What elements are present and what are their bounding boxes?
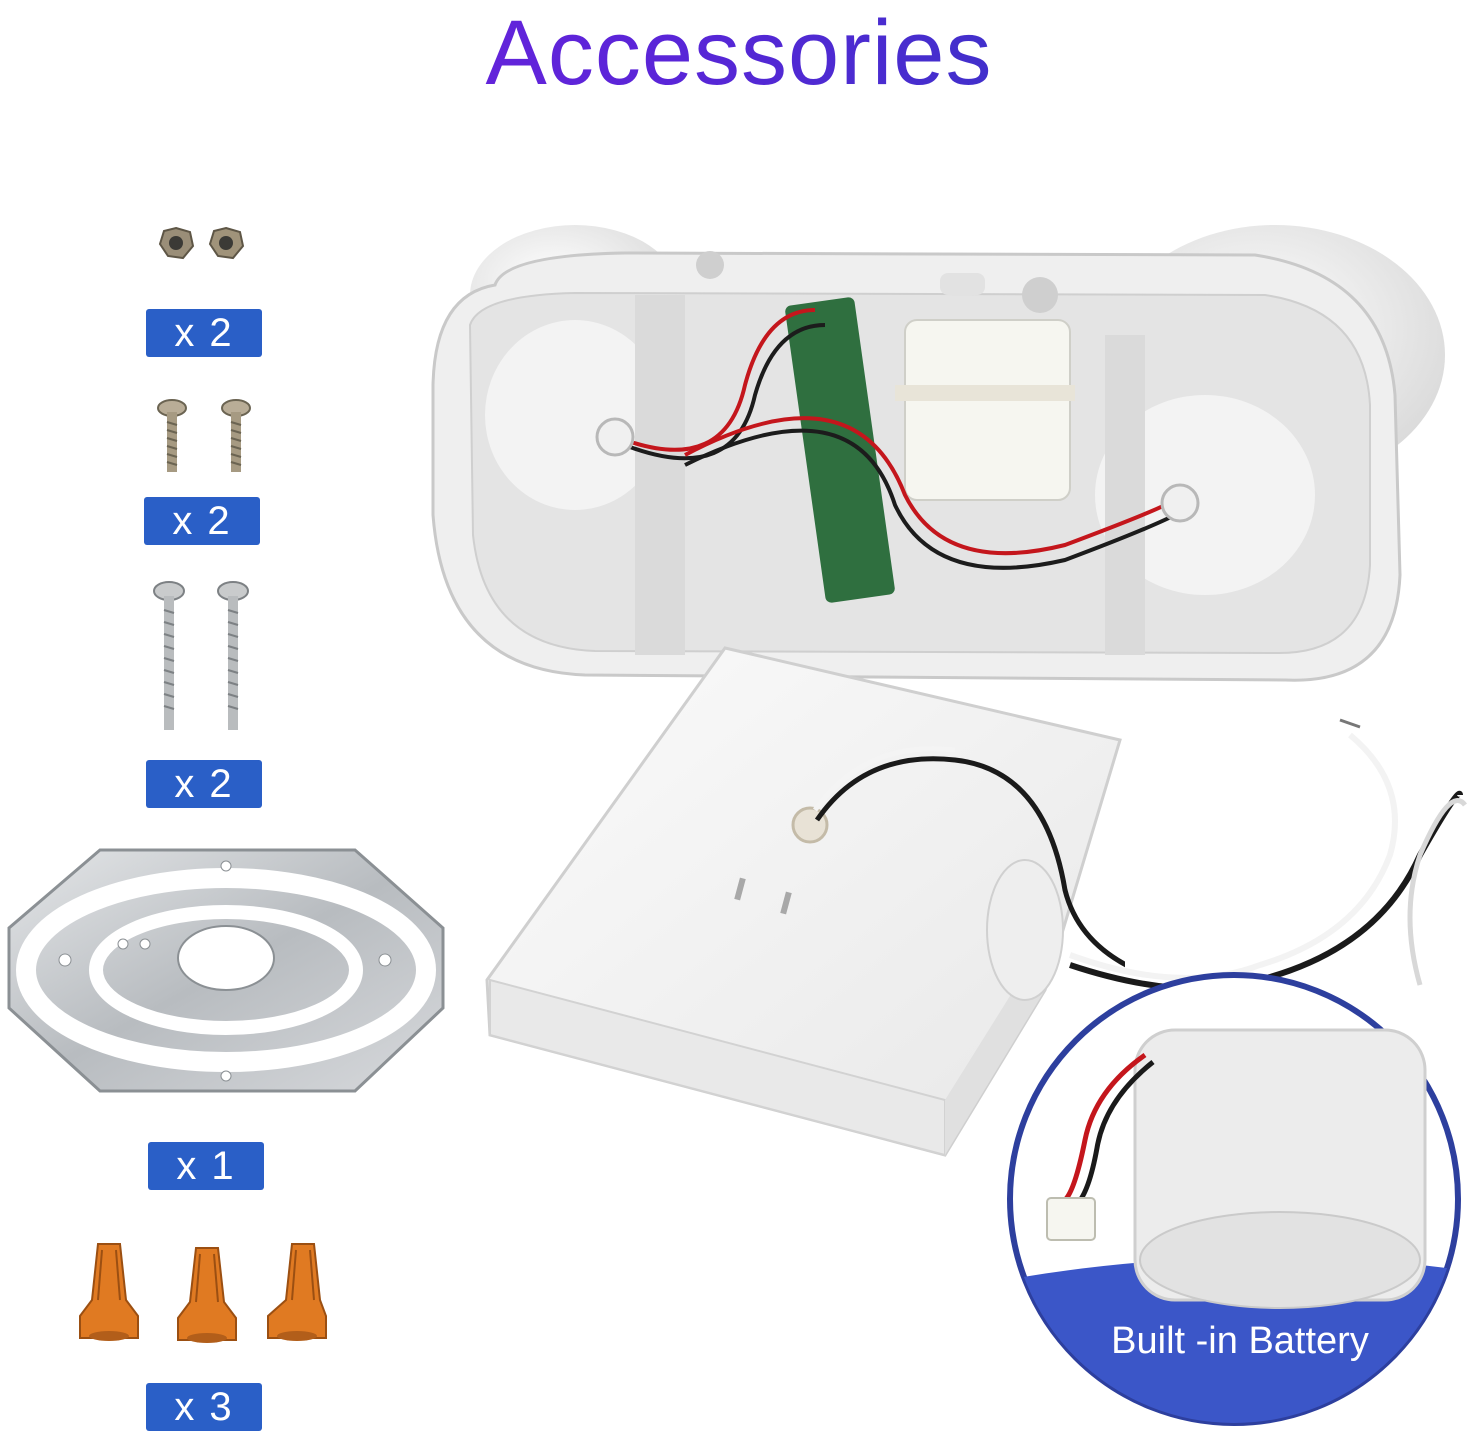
- quantity-badge-nuts: x 2: [146, 309, 262, 357]
- battery-callout-label: Built -in Battery: [1111, 1320, 1369, 1362]
- page-title: Accessories: [0, 0, 1478, 108]
- quantity-badge-mounting-plate: x 1: [148, 1142, 264, 1190]
- quantity-badge-short-screws: x 2: [144, 497, 260, 545]
- long-screws-image: [153, 581, 249, 730]
- wire-connectors-image: [79, 1243, 327, 1343]
- back-plate-image: [485, 646, 1125, 1157]
- short-screws-image: [157, 399, 251, 472]
- quantity-badge-wire-connectors: x 3: [146, 1383, 262, 1431]
- emergency-light-housing-image: [431, 225, 1445, 682]
- battery-callout-circle: [1007, 972, 1461, 1426]
- mounting-plate-image: [7, 848, 445, 1093]
- quantity-badge-long-screws: x 2: [146, 760, 262, 808]
- hex-nuts-image: [158, 226, 245, 260]
